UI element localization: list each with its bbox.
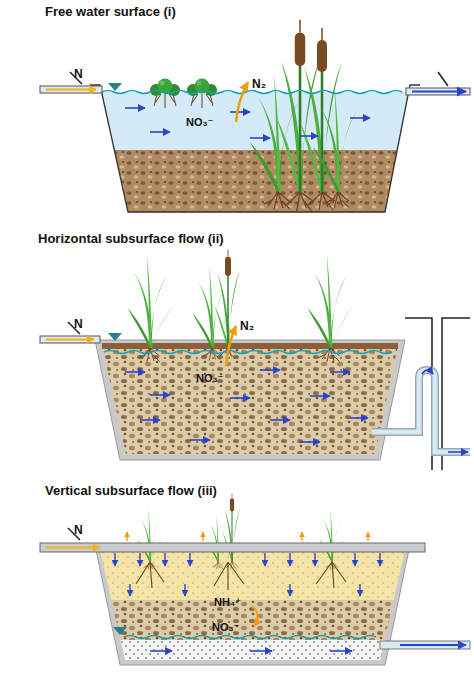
sediment — [114, 150, 397, 212]
reed-plant — [250, 74, 308, 210]
outlet-gate — [438, 72, 448, 86]
reed-plant — [207, 515, 230, 569]
outlet-pipe — [372, 370, 470, 452]
flow-arrow — [448, 451, 468, 453]
flow-arrows — [125, 108, 370, 138]
chemical-label: NH₄⁺ — [214, 596, 241, 609]
roots — [136, 562, 346, 590]
nitrification-arrow — [252, 606, 258, 626]
sand-layer — [100, 550, 405, 600]
water-table — [104, 351, 392, 354]
free-water-panel — [40, 20, 470, 212]
flow-arrow — [412, 91, 466, 93]
cattail-plant — [215, 250, 240, 359]
infiltration-arrows — [115, 553, 380, 596]
reed-plant — [313, 86, 365, 208]
cattail-plant — [223, 493, 241, 569]
vertical-subsurface-panel — [40, 493, 470, 665]
nitrogen-input-label: N — [74, 524, 83, 538]
chemical-label: NO₃⁻ — [196, 372, 223, 385]
reed-plant — [128, 254, 174, 363]
basin-liner — [95, 340, 405, 460]
chemical-label: NO₃⁻ — [212, 621, 239, 634]
reed-plant — [319, 509, 345, 570]
nitrogen-input-label: N — [74, 318, 83, 332]
drainage-layer — [121, 640, 385, 660]
basin-liner — [95, 545, 410, 665]
chemical-label: N₂ — [240, 320, 254, 334]
inlet-pipe — [40, 86, 102, 93]
basin-outline — [90, 85, 420, 212]
gravel-bed — [102, 345, 398, 454]
oxygen-arrows — [127, 532, 368, 541]
inlet-pipe — [40, 336, 100, 343]
nitrogen-flow-arrow — [46, 547, 100, 549]
water-level-marker — [108, 333, 122, 341]
reed-plant — [137, 509, 163, 570]
outlet-pipe — [380, 641, 470, 649]
outlet-pipe — [406, 88, 470, 95]
panel-title: Vertical subsurface flow (iii) — [45, 484, 217, 499]
chemical-label: NO₃⁻ — [186, 116, 213, 129]
soil-layer — [102, 343, 398, 349]
gravel-layer — [111, 600, 393, 640]
n2-release-arrow — [226, 326, 236, 366]
panel-title: Free water surface (i) — [45, 5, 176, 20]
nitrogen-flow-arrow — [46, 89, 96, 91]
flow-arrows — [125, 370, 368, 442]
water-table — [124, 636, 376, 639]
water-level-marker — [113, 627, 127, 635]
nitrogen-input-label: N — [74, 68, 83, 82]
flow-arrow — [422, 370, 433, 374]
reed-plant — [308, 254, 354, 363]
distribution-pipe — [40, 543, 425, 552]
water — [102, 92, 409, 150]
water-level-marker — [108, 83, 122, 91]
chemical-label: N₂ — [252, 78, 266, 92]
flow-arrows — [150, 650, 352, 652]
horizontal-subsurface-panel — [40, 250, 470, 470]
flow-arrow — [400, 644, 466, 646]
n2-release-arrow — [236, 82, 248, 122]
panel-title: Horizontal subsurface flow (ii) — [38, 232, 224, 247]
nitrogen-flow-arrow — [46, 339, 94, 341]
outlet-water — [372, 370, 470, 452]
